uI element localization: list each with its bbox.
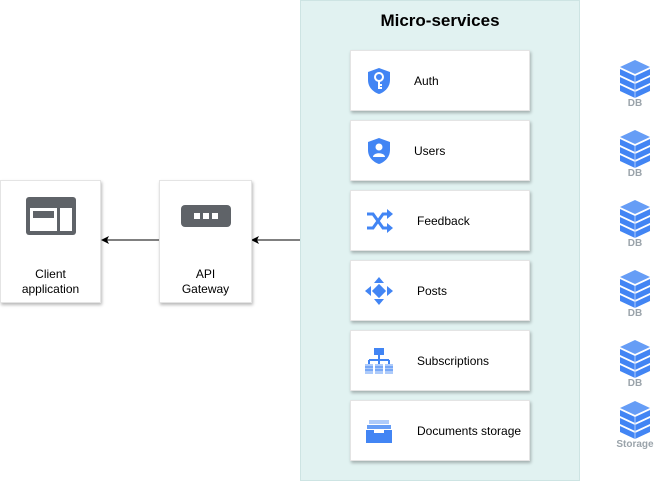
service-posts-label: Posts bbox=[417, 283, 448, 298]
service-documents-storage-label: Documents storage bbox=[417, 423, 522, 438]
service-auth-label: Auth bbox=[414, 73, 439, 88]
database-users-label: DB bbox=[627, 168, 643, 179]
service-auth[interactable]: Auth bbox=[350, 50, 530, 111]
database-subscriptions[interactable]: DB bbox=[610, 339, 657, 389]
service-subscriptions[interactable]: Subscriptions bbox=[350, 330, 530, 391]
storage-documents-label: Storage bbox=[616, 439, 654, 450]
service-users[interactable]: Users bbox=[350, 120, 530, 181]
service-users-label: Users bbox=[414, 143, 446, 158]
gateway-icon bbox=[181, 205, 231, 227]
microservices-title: Micro-services bbox=[380, 11, 500, 30]
storage-documents[interactable]: Storage bbox=[610, 400, 657, 450]
hierarchy-icon bbox=[365, 347, 393, 374]
database-stack-icon bbox=[620, 340, 650, 378]
arrows-move-icon bbox=[365, 276, 393, 305]
inbox-tray-icon bbox=[366, 419, 392, 443]
database-users[interactable]: DB bbox=[610, 129, 657, 179]
database-feedback-label: DB bbox=[627, 238, 643, 249]
browser-window-icon bbox=[26, 197, 76, 235]
key-shield-icon bbox=[368, 67, 390, 94]
client-label-line2: application bbox=[21, 282, 80, 296]
client-label-line1: Client bbox=[35, 267, 66, 281]
database-subscriptions-label: DB bbox=[627, 378, 643, 389]
database-feedback[interactable]: DB bbox=[610, 199, 657, 249]
database-stack-icon bbox=[620, 60, 650, 98]
gateway-label-line1: API bbox=[195, 267, 216, 281]
database-stack-icon bbox=[620, 200, 650, 238]
service-subscriptions-label: Subscriptions bbox=[417, 353, 490, 368]
api-gateway-node[interactable]: API Gateway bbox=[159, 180, 252, 303]
client-application-node[interactable]: Client application bbox=[0, 180, 101, 303]
service-feedback-label: Feedback bbox=[417, 213, 470, 228]
storage-stack-icon bbox=[620, 401, 650, 439]
database-auth[interactable]: DB bbox=[610, 59, 657, 109]
shuffle-icon bbox=[367, 208, 393, 233]
user-shield-icon bbox=[368, 137, 390, 164]
database-posts-label: DB bbox=[627, 308, 643, 319]
database-stack-icon bbox=[620, 130, 650, 168]
service-documents-storage[interactable]: Documents storage bbox=[350, 400, 530, 461]
service-posts[interactable]: Posts bbox=[350, 260, 530, 321]
database-auth-label: DB bbox=[627, 98, 643, 109]
database-stack-icon bbox=[620, 270, 650, 308]
service-feedback[interactable]: Feedback bbox=[350, 190, 530, 251]
gateway-label-line2: Gateway bbox=[181, 282, 230, 296]
database-posts[interactable]: DB bbox=[610, 269, 657, 319]
